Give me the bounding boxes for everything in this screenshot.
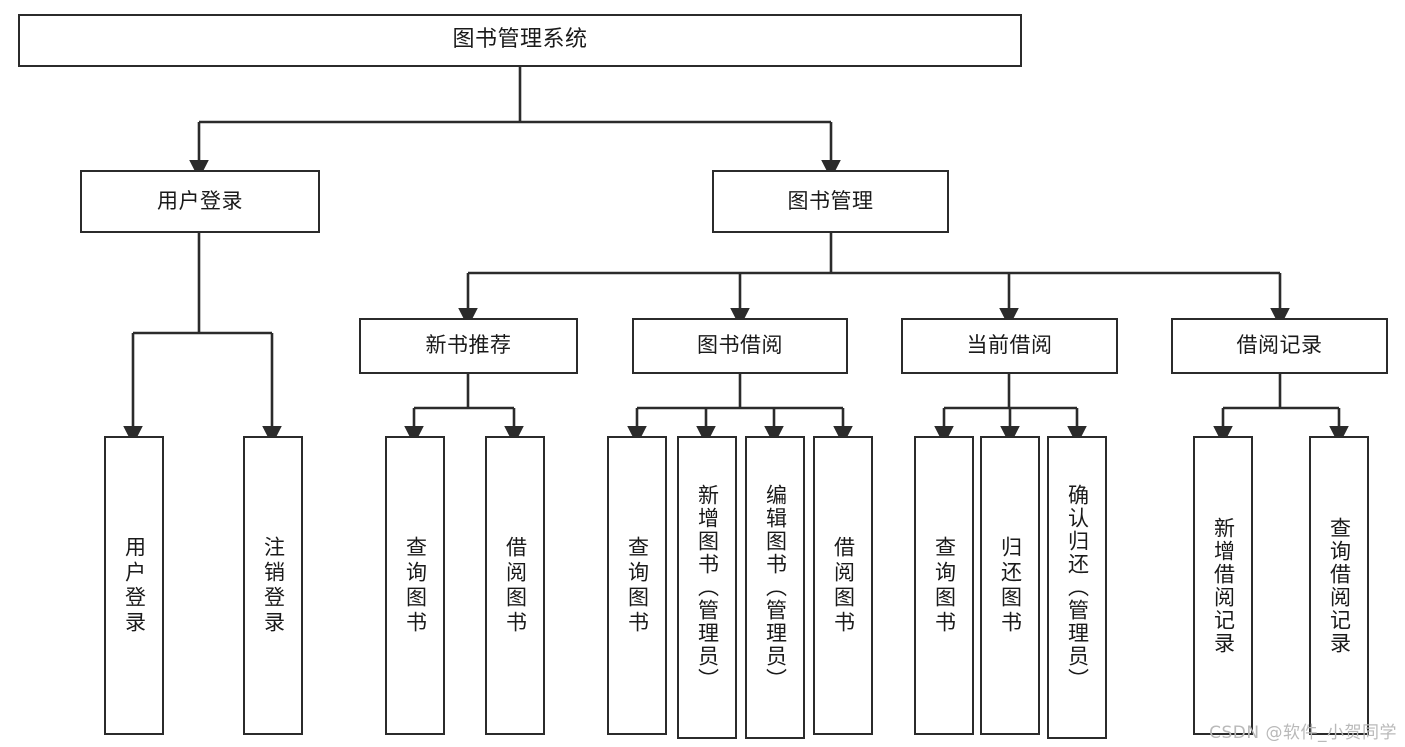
watermark: CSDN @软件_小贺同学 xyxy=(1209,723,1397,743)
node-user-login-label: 用户登录 xyxy=(157,188,243,213)
node-leaf-query-book-borrow-label: 查询图书 xyxy=(625,535,650,636)
node-book-borrow-label: 图书借阅 xyxy=(697,333,783,358)
node-leaf-query-book-borrow[interactable]: 查询图书 xyxy=(607,436,667,735)
node-leaf-confirm-return-admin[interactable]: 确认归还（管理员） xyxy=(1047,436,1107,739)
node-leaf-query-borrow-record[interactable]: 查询借阅记录 xyxy=(1309,436,1369,735)
node-leaf-edit-book-admin[interactable]: 编辑图书（管理员） xyxy=(745,436,805,739)
node-leaf-add-borrow-record[interactable]: 新增借阅记录 xyxy=(1193,436,1253,735)
node-book-borrow[interactable]: 图书借阅 xyxy=(632,318,848,374)
node-leaf-borrow-book-rec-label: 借阅图书 xyxy=(503,535,528,636)
node-user-login[interactable]: 用户登录 xyxy=(80,170,320,233)
node-leaf-borrow-book-borrow[interactable]: 借阅图书 xyxy=(813,436,873,735)
node-leaf-return-book-label: 归还图书 xyxy=(998,535,1023,636)
node-leaf-user-login[interactable]: 用户登录 xyxy=(104,436,164,735)
node-leaf-query-book-current-label: 查询图书 xyxy=(932,535,957,636)
node-leaf-borrow-book-rec[interactable]: 借阅图书 xyxy=(485,436,545,735)
node-leaf-query-book-current[interactable]: 查询图书 xyxy=(914,436,974,735)
node-current-borrow-label: 当前借阅 xyxy=(966,333,1053,358)
node-leaf-query-book-rec[interactable]: 查询图书 xyxy=(385,436,445,735)
node-leaf-borrow-book-borrow-label: 借阅图书 xyxy=(831,535,856,636)
node-leaf-query-borrow-record-label: 查询借阅记录 xyxy=(1327,516,1352,655)
node-leaf-add-borrow-record-label: 新增借阅记录 xyxy=(1211,516,1236,655)
node-current-borrow[interactable]: 当前借阅 xyxy=(901,318,1118,374)
node-leaf-logout[interactable]: 注销登录 xyxy=(243,436,303,735)
node-leaf-logout-label: 注销登录 xyxy=(261,535,286,636)
node-leaf-edit-book-admin-label: 编辑图书（管理员） xyxy=(763,484,788,691)
node-book-manage[interactable]: 图书管理 xyxy=(712,170,949,233)
node-leaf-query-book-rec-label: 查询图书 xyxy=(403,535,428,636)
node-root-label: 图书管理系统 xyxy=(452,27,588,53)
node-leaf-return-book[interactable]: 归还图书 xyxy=(980,436,1040,735)
node-leaf-confirm-return-admin-label: 确认归还（管理员） xyxy=(1065,484,1090,691)
node-new-book-rec-label: 新书推荐 xyxy=(425,333,512,358)
node-leaf-user-login-label: 用户登录 xyxy=(122,535,147,636)
node-borrow-record[interactable]: 借阅记录 xyxy=(1171,318,1388,374)
node-root[interactable]: 图书管理系统 xyxy=(18,14,1022,67)
node-book-manage-label: 图书管理 xyxy=(787,188,874,213)
node-leaf-add-book-admin-label: 新增图书（管理员） xyxy=(695,484,720,691)
node-leaf-add-book-admin[interactable]: 新增图书（管理员） xyxy=(677,436,737,739)
node-new-book-rec[interactable]: 新书推荐 xyxy=(359,318,578,374)
node-borrow-record-label: 借阅记录 xyxy=(1236,333,1323,358)
